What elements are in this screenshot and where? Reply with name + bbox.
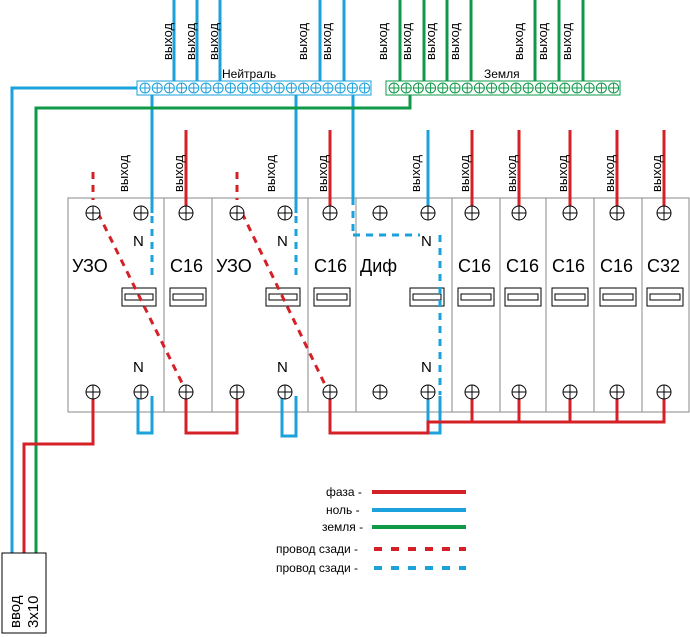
module-label-4: С16 xyxy=(314,256,347,276)
input-label-2: 3х10 xyxy=(25,595,42,628)
output-label: выход xyxy=(559,22,574,60)
output-label: выход xyxy=(295,22,310,60)
ground-wires xyxy=(34,0,585,595)
toggles xyxy=(121,287,684,307)
neutral-bus-label: Нейтраль xyxy=(222,67,276,81)
output-label: выход xyxy=(457,154,472,192)
output-label: выход xyxy=(399,22,414,60)
output-label: выход xyxy=(315,154,330,192)
module-label-5: Диф xyxy=(360,256,397,276)
n-label: N xyxy=(421,233,432,250)
output-label: выход xyxy=(375,22,390,60)
legend-phase-label: фаза - xyxy=(326,485,362,499)
output-label: выход xyxy=(171,154,186,192)
module-panel xyxy=(67,197,690,413)
output-label: выход xyxy=(408,154,423,192)
n-label: N xyxy=(421,359,432,376)
module-label-8: С16 xyxy=(552,256,585,276)
back-wires-blue xyxy=(150,198,442,395)
module-label-2: С16 xyxy=(170,256,203,276)
output-label: выход xyxy=(183,22,198,60)
module-label-6: С16 xyxy=(458,256,491,276)
output-label: выход xyxy=(263,154,278,192)
output-label: выход xyxy=(535,22,550,60)
ground-bus xyxy=(385,80,621,96)
phase-wires xyxy=(22,130,666,595)
output-label: выход xyxy=(160,22,175,60)
input-box: ввод 3х10 xyxy=(1,552,47,634)
n-label: N xyxy=(277,359,288,376)
n-label: N xyxy=(133,233,144,250)
legend-back-red-label: провод сзади - xyxy=(276,542,358,556)
back-wires-red xyxy=(91,172,332,396)
ground-bus-label: Земля xyxy=(484,67,520,81)
legend-ground-label: земля - xyxy=(322,520,363,534)
legend-neutral-label: ноль - xyxy=(326,503,360,517)
input-label-1: ввод xyxy=(7,595,24,628)
n-label: N xyxy=(277,233,288,250)
module-label-9: С16 xyxy=(600,256,633,276)
output-label: выход xyxy=(447,22,462,60)
output-label: выход xyxy=(319,22,334,60)
legend-back-blue-label: провод сзади - xyxy=(276,561,358,575)
output-label: выход xyxy=(555,154,570,192)
output-label: выход xyxy=(206,22,221,60)
output-label: выход xyxy=(116,154,131,192)
module-label-10: С32 xyxy=(647,256,680,276)
neutral-bus xyxy=(136,80,372,96)
output-label: выход xyxy=(423,22,438,60)
terminals xyxy=(85,205,672,400)
output-label: выход xyxy=(511,22,526,60)
n-label: N xyxy=(133,359,144,376)
output-label: выход xyxy=(504,154,519,192)
output-label: выход xyxy=(649,154,664,192)
module-label-1: УЗО xyxy=(72,256,108,276)
module-label-3: УЗО xyxy=(216,256,252,276)
module-label-7: С16 xyxy=(506,256,539,276)
output-label: выход xyxy=(602,154,617,192)
legend: фаза - ноль - земля - провод сзади - про… xyxy=(276,485,466,575)
